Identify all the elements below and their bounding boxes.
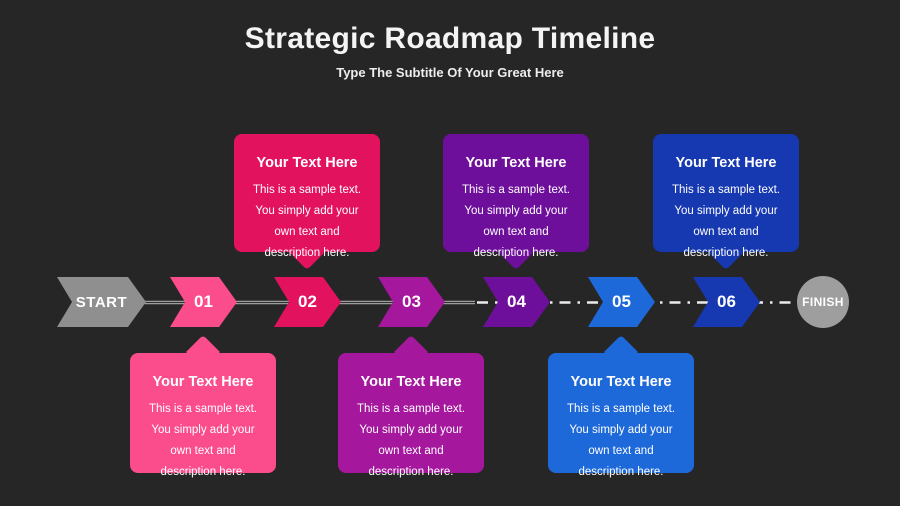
- milestone-number: 03: [402, 292, 421, 311]
- callout-title: Your Text Here: [152, 374, 254, 390]
- callout-box-03: Your Text Here This is a sample text. Yo…: [338, 335, 484, 478]
- callout-title: Your Text Here: [570, 374, 672, 390]
- milestone-number: 05: [612, 292, 631, 311]
- callout-box-02: Your Text Here This is a sample text. Yo…: [234, 134, 380, 270]
- callout-title: Your Text Here: [256, 155, 358, 171]
- callout-body: This is a sample text. You simply add yo…: [461, 184, 570, 259]
- callout-box-06: Your Text Here This is a sample text. Yo…: [653, 134, 799, 270]
- milestone-number: 01: [194, 292, 213, 311]
- milestone-chevron-05: 05: [588, 277, 655, 327]
- callout-content: Your Text Here This is a sample text. Yo…: [548, 374, 694, 483]
- milestone-number: 06: [717, 292, 736, 311]
- milestone-number: 04: [507, 292, 526, 311]
- callout-title: Your Text Here: [360, 374, 462, 390]
- callout-content: Your Text Here This is a sample text. Yo…: [234, 155, 380, 264]
- callout-body: This is a sample text. You simply add yo…: [671, 184, 780, 259]
- milestone-chevron-01: 01: [170, 277, 237, 327]
- callout-content: Your Text Here This is a sample text. Yo…: [653, 155, 799, 264]
- callout-content: Your Text Here This is a sample text. Yo…: [443, 155, 589, 264]
- callout-title: Your Text Here: [465, 155, 567, 171]
- callout-body: This is a sample text. You simply add yo…: [356, 403, 465, 478]
- callout-title: Your Text Here: [675, 155, 777, 171]
- callout-body: This is a sample text. You simply add yo…: [148, 403, 257, 478]
- callout-box-04: Your Text Here This is a sample text. Yo…: [443, 134, 589, 270]
- milestone-chevron-03: 03: [378, 277, 445, 327]
- callout-content: Your Text Here This is a sample text. Yo…: [130, 374, 276, 483]
- callout-content: Your Text Here This is a sample text. Yo…: [338, 374, 484, 483]
- slide-header: Strategic Roadmap Timeline Type The Subt…: [0, 0, 900, 80]
- callout-tail-up: [604, 335, 638, 369]
- milestone-number: 02: [298, 292, 317, 311]
- milestone-chevron-04: 04: [483, 277, 550, 327]
- callout-box-05: Your Text Here This is a sample text. Yo…: [548, 335, 694, 478]
- callout-body: This is a sample text. You simply add yo…: [252, 184, 361, 259]
- timeline-start-marker: START: [57, 277, 146, 327]
- milestone-chevron-06: 06: [693, 277, 760, 327]
- callout-box-01: Your Text Here This is a sample text. Yo…: [130, 335, 276, 478]
- milestone-chevron-02: 02: [274, 277, 341, 327]
- timeline-finish-marker: FINISH: [797, 276, 849, 328]
- finish-label: FINISH: [802, 295, 844, 309]
- callout-body: This is a sample text. You simply add yo…: [566, 403, 675, 478]
- callout-tail-up: [186, 335, 220, 369]
- start-label: START: [75, 293, 128, 311]
- slide-title: Strategic Roadmap Timeline: [244, 22, 656, 55]
- slide-subtitle: Type The Subtitle Of Your Great Here: [336, 65, 564, 80]
- callout-tail-up: [394, 335, 428, 369]
